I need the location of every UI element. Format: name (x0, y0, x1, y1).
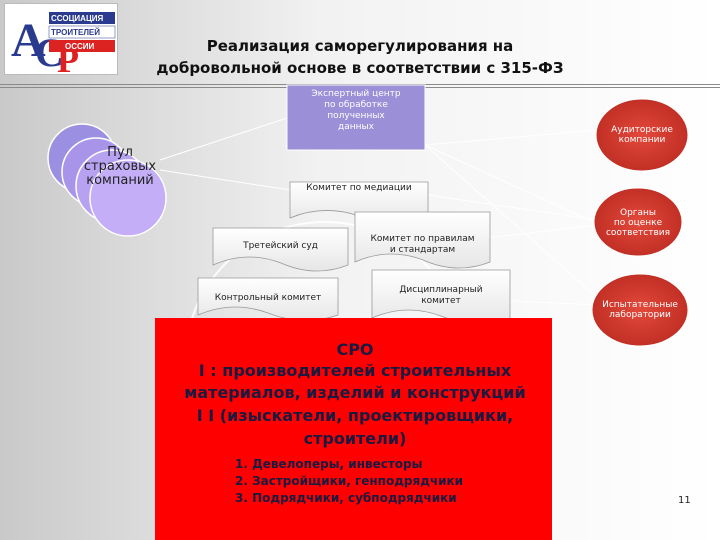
external-org-ellipses (591, 98, 689, 347)
audit-label: Аудиторские компании (600, 125, 684, 145)
insurance-pool-label: Пул страховых компаний (60, 146, 180, 188)
insurance-pool-circles (47, 123, 167, 237)
title-line-2: добровольной основе в соответствии с 315… (156, 59, 564, 77)
logo-line-2: ТРОИТЕЛЕЙ (51, 28, 100, 37)
disciplinary-label: Дисциплинарный комитет (372, 285, 510, 307)
sro-item-2: 2. Застройщики, генподрядчики (235, 474, 464, 488)
asr-logo-graphic: А С Р ССОЦИАЦИЯ ТРОИТЕЛЕЙ ОССИИ (5, 4, 117, 80)
disciplinary-line-2: комитет (421, 296, 461, 306)
sro-item-1: 1. Девелоперы, инвесторы (235, 457, 423, 471)
sro-line-1: I : производителей строительных (198, 361, 512, 380)
slide-title: Реализация саморегулирования на добровол… (150, 35, 570, 79)
sro-title: СРО (336, 340, 374, 359)
svg-text:А: А (11, 14, 46, 67)
assessment-line-2: по оценке (613, 218, 663, 228)
control-committee-label: Контрольный комитет (214, 293, 322, 303)
expert-line-1: Экспертный центр (311, 89, 401, 99)
mediation-label: Комитет по медиации (306, 183, 412, 193)
assessment-ellipse (593, 187, 683, 257)
labs-line-1: Испытательные (602, 300, 678, 310)
labs-ellipse (591, 273, 689, 347)
page-number: 11 (678, 495, 691, 506)
pool-line-3: компаний (86, 173, 154, 188)
arbitration-shape (212, 227, 349, 272)
assessment-line-1: Органы (619, 208, 657, 218)
arbitration-label: Третейский суд (243, 241, 318, 251)
expert-center-label: Экспертный центр по обработке полученных… (287, 89, 425, 133)
expert-line-2: по обработке (324, 100, 388, 110)
logo-line-1: ССОЦИАЦИЯ (51, 14, 104, 23)
assessment-line-3: соответствия (605, 228, 671, 238)
rules-line-2: и стандартам (389, 245, 456, 255)
assessment-label: Органы по оценке соответствия (596, 208, 680, 238)
pool-line-1: Пул (107, 145, 133, 160)
control-committee-shape (197, 277, 339, 321)
rules-line-1: Комитет по правилам (370, 234, 475, 244)
expert-line-3: полученных (327, 111, 385, 121)
logo-line-3: ОССИИ (65, 42, 95, 51)
audit-line-2: компании (618, 135, 666, 145)
expert-center-box (286, 84, 426, 151)
disciplinary-line-1: Дисциплинарный (399, 285, 483, 295)
audit-ellipse (595, 98, 689, 172)
sro-line-2: материалов, изделий и конструкций (184, 383, 526, 402)
rules-committee-shape (354, 211, 491, 269)
sro-line-3: I I (изыскатели, проектировщики, (196, 406, 514, 425)
sro-item-3: 3. Подрядчики, субподрядчики (235, 491, 457, 505)
pool-line-2: страховых (83, 159, 157, 174)
title-line-1: Реализация саморегулирования на (206, 37, 514, 55)
asr-logo: А С Р ССОЦИАЦИЯ ТРОИТЕЛЕЙ ОССИИ (4, 3, 118, 80)
expert-line-4: данных (338, 122, 374, 132)
sro-box (155, 318, 552, 540)
audit-line-1: Аудиторские (611, 125, 673, 135)
sro-line-4: строители) (303, 429, 407, 448)
paper-shapes (197, 181, 511, 324)
labs-label: Испытательные лаборатории (596, 300, 684, 320)
labs-line-2: лаборатории (609, 310, 671, 320)
rules-committee-label: Комитет по правилам и стандартам (355, 234, 490, 256)
